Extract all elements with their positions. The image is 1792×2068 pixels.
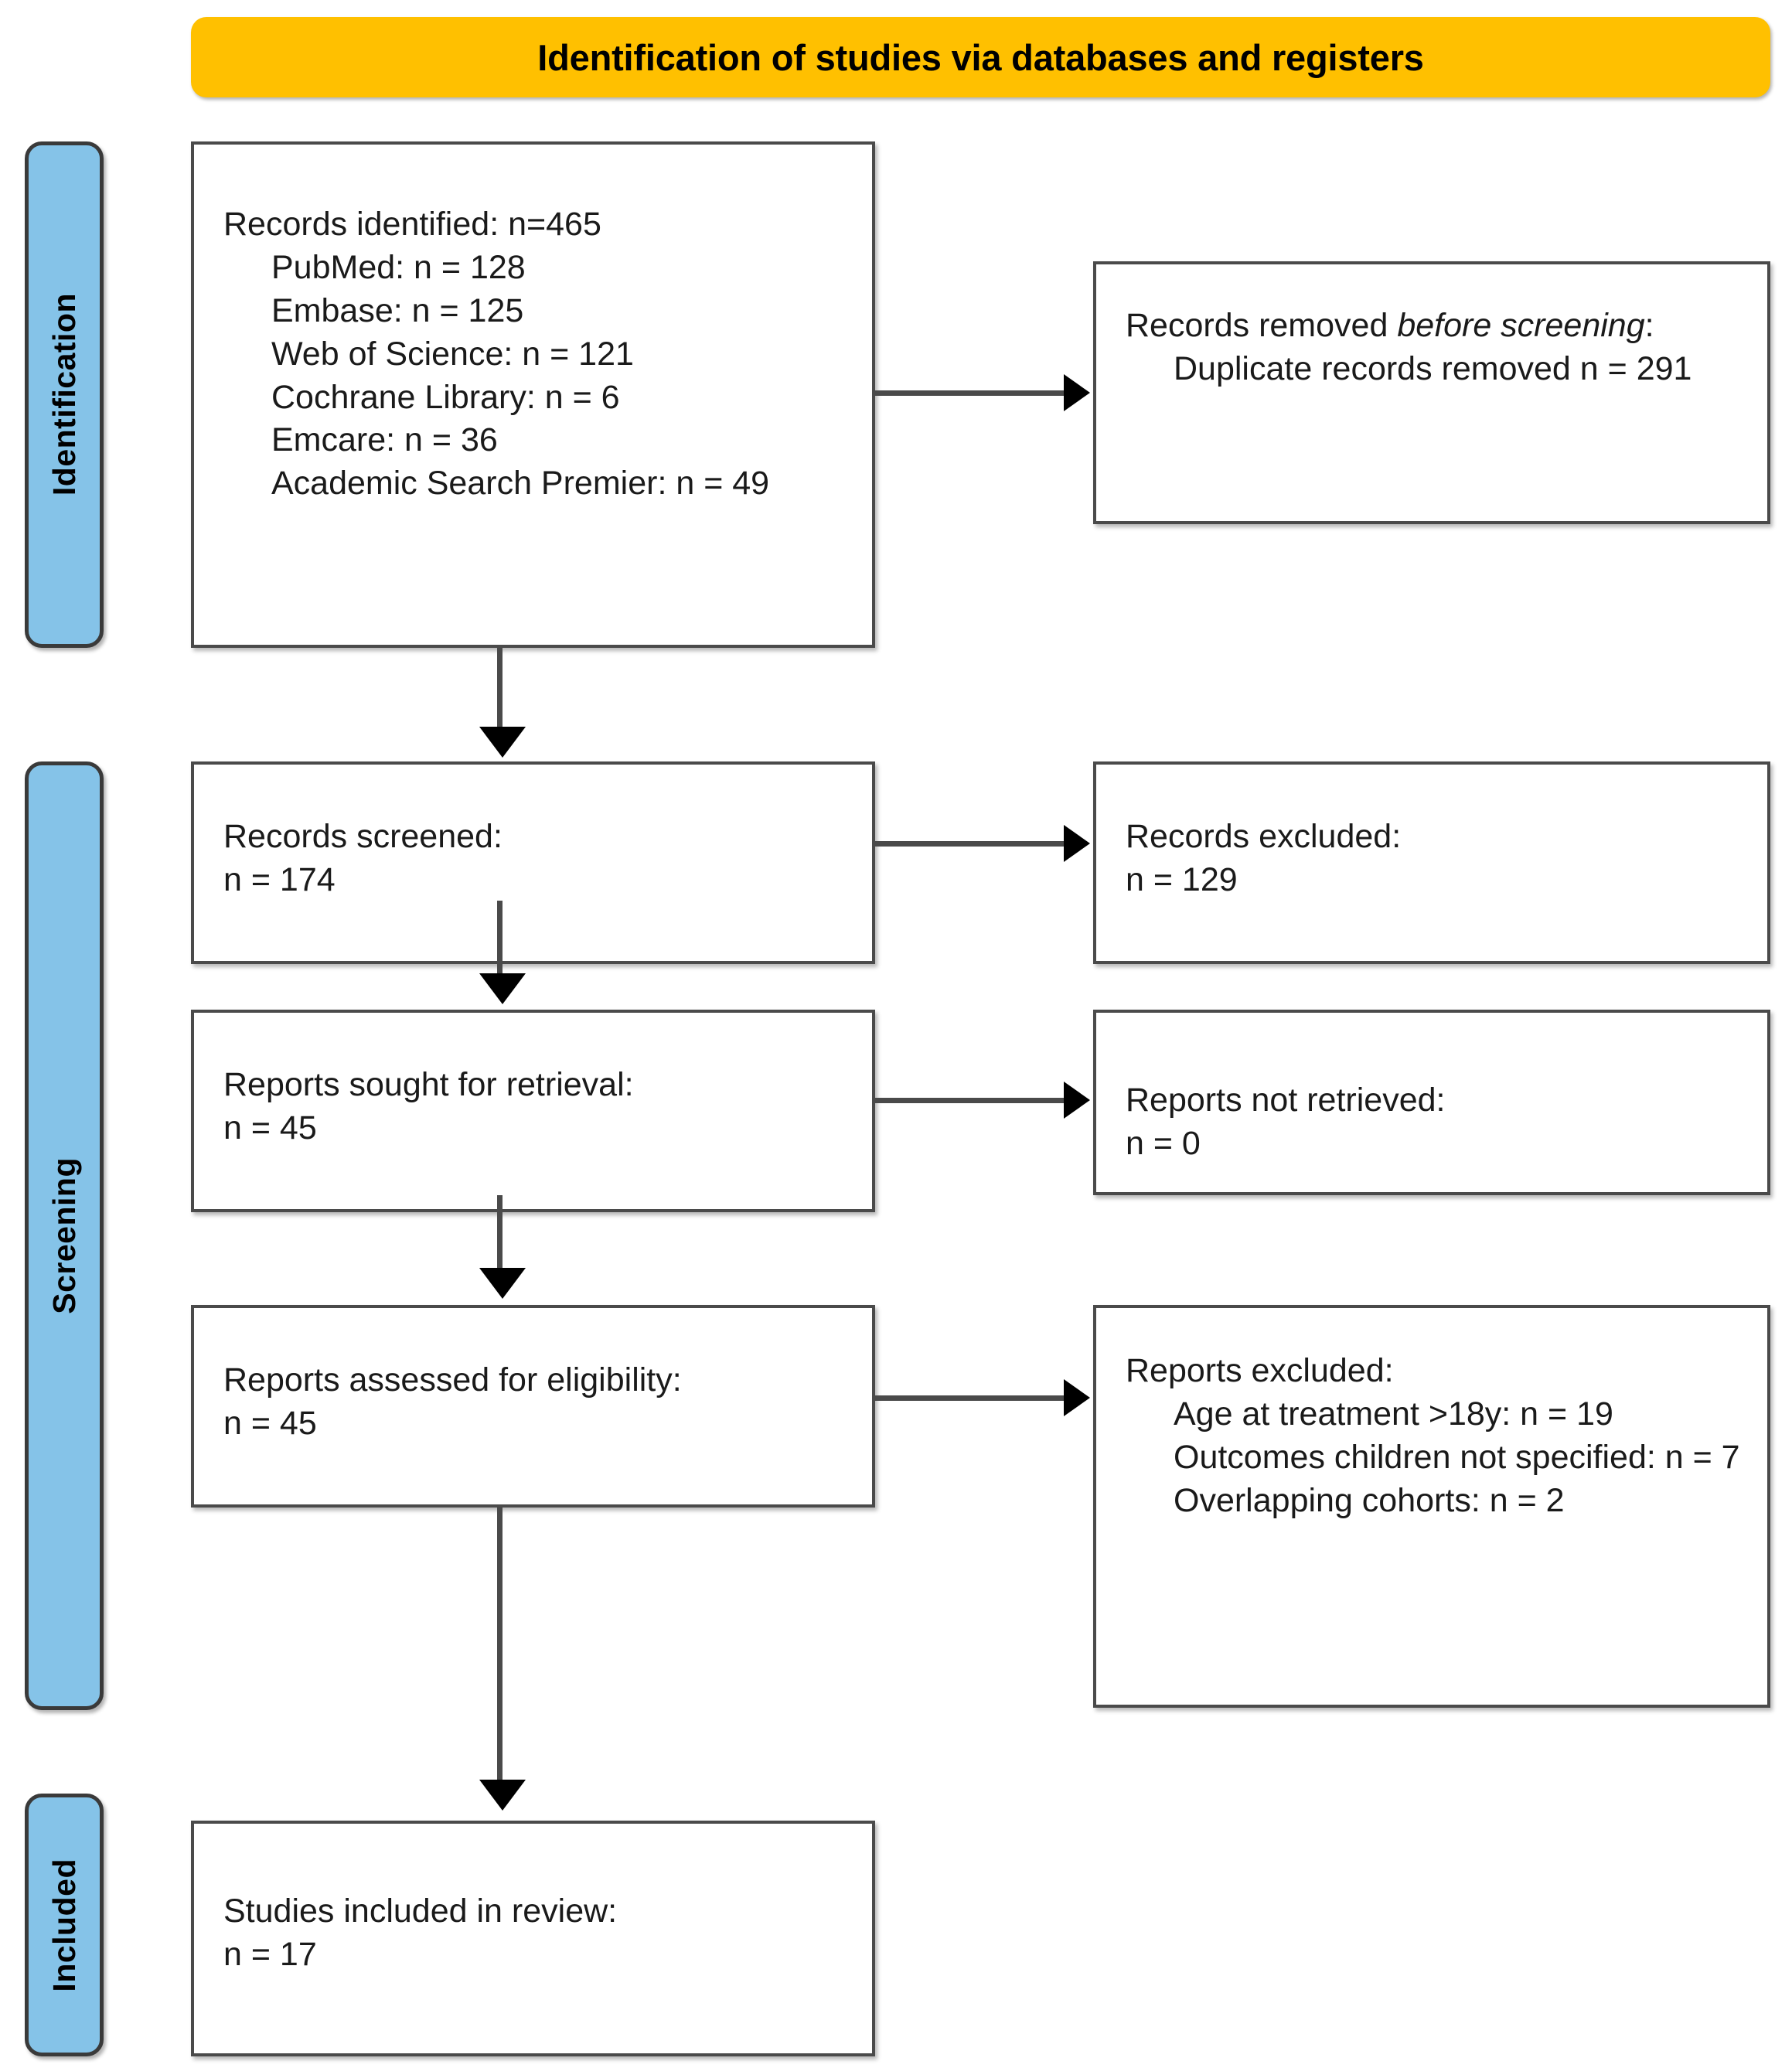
reports-assessed-count: n = 45 (223, 1404, 317, 1442)
exclusion-reason-outcomes: Outcomes children not specified: n = 7 (1174, 1438, 1740, 1476)
records-removed-heading-plain: Records removed (1126, 307, 1398, 344)
reports-sought-count: n = 45 (223, 1109, 317, 1146)
records-identified-heading: Records identified: n=465 (223, 206, 601, 243)
source-pubmed: PubMed: n = 128 (271, 248, 526, 286)
stage-label-identification-text: Identification (46, 293, 82, 496)
stage-label-included-text: Included (46, 1858, 82, 1992)
studies-included-label: Studies included in review: (223, 1893, 618, 1930)
arrowhead-down-icon (479, 1268, 526, 1299)
box-reports-assessed-body: Reports assessed for eligibility: n = 45 (223, 1359, 855, 1446)
box-records-screened: Records screened: n = 174 (191, 761, 875, 964)
connector-screened-to-excluded (875, 841, 1067, 847)
diagram-title: Identification of studies via databases … (537, 36, 1424, 78)
box-reports-not-retrieved: Reports not retrieved: n = 0 (1093, 1010, 1770, 1195)
stage-label-identification: Identification (25, 141, 104, 648)
records-removed-heading-colon: : (1644, 307, 1654, 344)
duplicate-records-removed: Duplicate records removed n = 291 (1174, 349, 1692, 387)
reports-not-retrieved-label: Reports not retrieved: (1126, 1082, 1446, 1119)
box-reports-sought-body: Reports sought for retrieval: n = 45 (223, 1064, 855, 1150)
box-records-screened-body: Records screened: n = 174 (223, 816, 855, 902)
source-emcare: Emcare: n = 36 (271, 421, 498, 459)
box-studies-included: Studies included in review: n = 17 (191, 1821, 875, 2056)
records-screened-count: n = 174 (223, 860, 336, 898)
box-records-excluded-body: Records excluded: n = 129 (1126, 816, 1750, 902)
connector-identified-to-removed (875, 390, 1067, 396)
arrowhead-down-icon (479, 973, 526, 1004)
reports-assessed-label: Reports assessed for eligibility: (223, 1361, 682, 1399)
source-web-of-science: Web of Science: n = 121 (271, 335, 634, 373)
box-records-removed: Records removed before screening: Duplic… (1093, 261, 1770, 524)
connector-identified-to-screened (497, 648, 503, 731)
arrowhead-down-icon (479, 1780, 526, 1811)
exclusion-reason-age: Age at treatment >18y: n = 19 (1174, 1395, 1613, 1433)
connector-sought-to-assessed (497, 1195, 503, 1272)
box-reports-not-retrieved-body: Reports not retrieved: n = 0 (1126, 1079, 1750, 1166)
source-cochrane-library: Cochrane Library: n = 6 (271, 378, 620, 416)
box-records-excluded: Records excluded: n = 129 (1093, 761, 1770, 964)
arrowhead-right-icon (1064, 1082, 1090, 1119)
reports-not-retrieved-count: n = 0 (1126, 1124, 1201, 1162)
records-excluded-count: n = 129 (1126, 860, 1238, 898)
box-reports-excluded: Reports excluded: Age at treatment >18y:… (1093, 1305, 1770, 1708)
reports-excluded-heading: Reports excluded: (1126, 1352, 1394, 1389)
reports-sought-label: Reports sought for retrieval: (223, 1066, 634, 1103)
source-embase: Embase: n = 125 (271, 291, 524, 329)
arrowhead-right-icon (1064, 825, 1090, 862)
box-records-removed-body: Records removed before screening: Duplic… (1126, 305, 1750, 391)
box-records-identified-body: Records identified: n=465 PubMed: n = 12… (223, 203, 855, 506)
box-reports-sought: Reports sought for retrieval: n = 45 (191, 1010, 875, 1212)
arrowhead-down-icon (479, 727, 526, 758)
source-academic-search-premier: Academic Search Premier: n = 49 (271, 465, 770, 503)
connector-assessed-to-excluded-reports (875, 1395, 1067, 1401)
box-reports-assessed: Reports assessed for eligibility: n = 45 (191, 1305, 875, 1508)
stage-label-screening: Screening (25, 761, 104, 1710)
arrowhead-right-icon (1064, 1379, 1090, 1416)
stage-label-screening-text: Screening (46, 1157, 82, 1314)
connector-sought-to-not-retrieved (875, 1098, 1067, 1103)
arrowhead-right-icon (1064, 374, 1090, 411)
connector-screened-to-sought (497, 901, 503, 978)
box-reports-excluded-body: Reports excluded: Age at treatment >18y:… (1126, 1350, 1750, 1523)
connector-assessed-to-included (497, 1508, 503, 1784)
records-removed-heading-italic: before screening (1397, 307, 1645, 344)
records-screened-label: Records screened: (223, 818, 503, 855)
box-records-identified: Records identified: n=465 PubMed: n = 12… (191, 141, 875, 648)
exclusion-reason-overlapping: Overlapping cohorts: n = 2 (1174, 1481, 1565, 1519)
box-studies-included-body: Studies included in review: n = 17 (223, 1890, 855, 1977)
stage-label-included: Included (25, 1794, 104, 2056)
studies-included-count: n = 17 (223, 1935, 317, 1973)
records-removed-heading: Records removed before screening: (1126, 305, 1750, 348)
diagram-header-banner: Identification of studies via databases … (191, 17, 1770, 97)
records-excluded-label: Records excluded: (1126, 818, 1402, 855)
